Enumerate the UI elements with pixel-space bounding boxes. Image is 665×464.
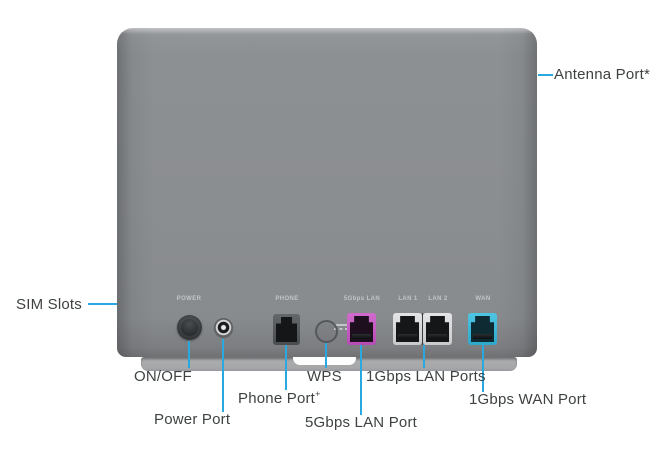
port-pins xyxy=(398,334,417,339)
panel-label-wan: WAN xyxy=(475,296,491,302)
callout-line-wps xyxy=(325,343,327,368)
callout-line-sim-slots xyxy=(88,303,117,305)
callout-line-1gbps-lan xyxy=(423,345,425,368)
panel-label-lan1: LAN 1 xyxy=(398,296,418,302)
callout-label-5gbps-lan-port: 5Gbps LAN Port xyxy=(305,414,418,431)
lan2-port xyxy=(423,313,452,345)
5gbps-lan-port xyxy=(347,313,376,345)
wps-button xyxy=(315,320,338,343)
callout-label-1gbps-wan-port: 1Gbps WAN Port xyxy=(469,391,587,408)
panel-label-5gbps-lan: 5Gbps LAN xyxy=(343,296,381,302)
lan1-port xyxy=(393,313,422,345)
callout-line-phone-port xyxy=(285,345,287,390)
callout-line-on-off xyxy=(188,341,190,368)
panel-label-power: POWER xyxy=(176,296,202,302)
power-button-cap xyxy=(181,319,198,336)
callout-label-phone-port: Phone Port+ xyxy=(238,389,321,407)
phone-port xyxy=(273,314,300,345)
callout-label-on-off: ON/OFF xyxy=(134,368,192,385)
port-pins xyxy=(352,334,371,339)
phone-port-opening xyxy=(276,317,297,342)
callout-label-sim-slots: SIM Slots xyxy=(16,296,82,313)
callout-label-power-port: Power Port xyxy=(154,411,231,428)
device-body: POWER PHONE 5Gbps LAN LAN 1 LAN 2 WAN xyxy=(117,28,537,357)
port-pins xyxy=(473,334,492,339)
power-port-jack xyxy=(214,318,233,337)
phone-port-label-text: Phone Port xyxy=(238,390,316,407)
callout-line-5gbps-lan xyxy=(360,345,362,415)
callout-line-1gbps-wan xyxy=(482,345,484,392)
callout-label-wps: WPS xyxy=(307,368,342,385)
dc-power-icon xyxy=(334,324,348,330)
callout-label-antenna-port: Antenna Port* xyxy=(554,66,650,83)
panel-label-lan2: LAN 2 xyxy=(428,296,448,302)
wan-port xyxy=(468,313,497,345)
callout-line-antenna xyxy=(538,74,553,76)
panel-label-phone: PHONE xyxy=(275,296,299,302)
port-pins xyxy=(428,334,447,339)
lan-ports-seam xyxy=(422,313,423,345)
callout-line-power-port xyxy=(222,339,224,412)
phone-port-label-sup: + xyxy=(315,389,321,399)
device-base-notch xyxy=(293,357,356,365)
power-button xyxy=(177,315,202,340)
callout-label-1gbps-lan-ports: 1Gbps LAN Ports xyxy=(366,368,486,385)
